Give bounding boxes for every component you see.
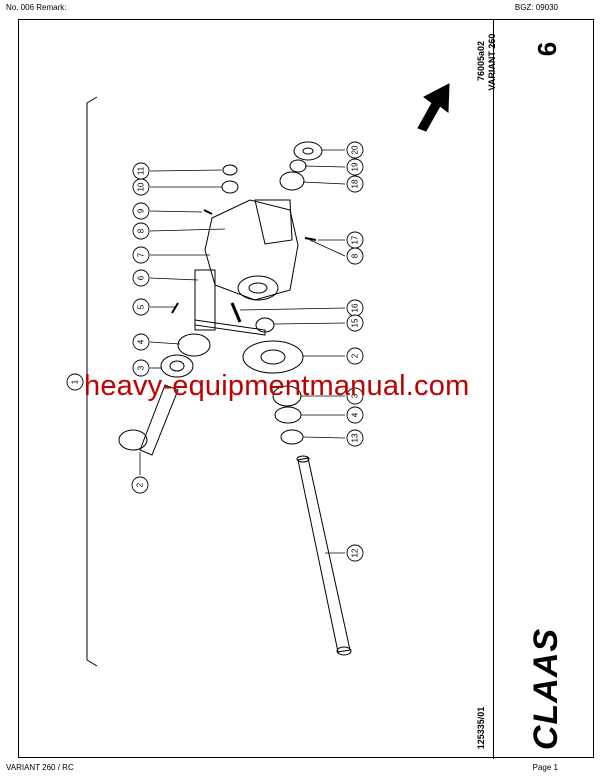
callout-right-18-circle xyxy=(346,175,364,193)
callout-right-2-circle xyxy=(346,347,364,365)
callouts-right: 20 19 18 17 8 16 15 2 3 4 13 12 xyxy=(346,141,364,562)
callout-right-20-label: 20 xyxy=(351,145,360,154)
callout-left-7-label: 7 xyxy=(137,252,146,257)
callout-left-8-label: 8 xyxy=(137,228,146,233)
leader-lines xyxy=(139,149,346,554)
callout-right-8-label: 8 xyxy=(351,253,360,258)
callout-right-19-circle xyxy=(346,158,364,176)
callout-left-10-label: 10 xyxy=(137,182,146,191)
callout-left-3-circle xyxy=(132,359,150,377)
callout-right-15-circle xyxy=(346,314,364,332)
callout-left-5-circle xyxy=(132,298,150,316)
callout-left-1-circle xyxy=(66,373,84,391)
pinion-gear xyxy=(118,429,148,451)
callout-right-16-label: 16 xyxy=(351,303,360,312)
callout-right-3-label: 3 xyxy=(351,393,360,398)
bolt-9 xyxy=(203,209,213,215)
callout-left-9-label: 9 xyxy=(137,208,146,213)
callout-right-4-circle xyxy=(346,406,364,424)
callout-left-3-label: 3 xyxy=(137,365,146,370)
part-11-shape xyxy=(222,164,238,176)
callout-right-8-circle xyxy=(346,247,364,265)
callouts-left: 11 10 9 8 7 6 5 4 3 1 2 xyxy=(66,162,150,494)
pinion-shaft xyxy=(139,384,179,456)
part-15-shape xyxy=(255,317,275,333)
callout-right-15-label: 15 xyxy=(351,318,360,327)
callout-left-1-label: 1 xyxy=(71,379,80,384)
callout-left-4-label: 4 xyxy=(137,339,146,344)
callout-left-4-circle xyxy=(132,333,150,351)
sidebar-tab xyxy=(493,20,593,759)
footer-right: Page 1 xyxy=(532,763,558,772)
output-shaft-12 xyxy=(297,457,351,653)
callout-left-10-circle xyxy=(132,178,150,196)
part-18-shape xyxy=(279,171,305,191)
part-3-shape xyxy=(160,354,194,378)
callout-right-19-label: 19 xyxy=(351,162,360,171)
callout-left-6-label: 6 xyxy=(137,275,146,280)
callout-right-20-circle xyxy=(346,141,364,159)
callout-right-13-label: 13 xyxy=(351,433,360,442)
callout-left-6-circle xyxy=(132,269,150,287)
callout-left-2-circle xyxy=(131,476,149,494)
part-20-shape xyxy=(293,141,323,161)
seal-13 xyxy=(280,429,304,445)
mounting-bracket xyxy=(194,269,216,331)
callout-right-2-label: 2 xyxy=(351,353,360,358)
bolt-17 xyxy=(304,237,317,241)
callout-right-12-label: 12 xyxy=(351,548,360,557)
drawing-frame xyxy=(18,19,594,759)
callout-left-9-circle xyxy=(132,202,150,220)
part-16-shape xyxy=(230,302,242,323)
bracket-line xyxy=(86,96,98,667)
footer-left: VARIANT 260 / RC xyxy=(6,763,74,772)
callout-left-11-label: 11 xyxy=(137,166,146,175)
gearbox-housing xyxy=(204,199,299,301)
part-10-shape xyxy=(221,180,239,194)
callout-left-8-circle xyxy=(132,222,150,240)
callout-right-12-circle xyxy=(346,544,364,562)
direction-arrow xyxy=(417,83,450,132)
callout-right-4-label: 4 xyxy=(351,412,360,417)
part-19-shape xyxy=(289,159,307,173)
callout-right-13-circle xyxy=(346,429,364,447)
callout-left-7-circle xyxy=(132,246,150,264)
callout-left-5-label: 5 xyxy=(137,304,146,309)
part-4-shape xyxy=(177,333,211,357)
header-right: BGZ: 09030 xyxy=(514,3,558,12)
bolt-5 xyxy=(171,302,179,314)
callout-right-17-label: 17 xyxy=(351,235,360,244)
header-left: No. 006 Remark: xyxy=(6,3,67,12)
callout-left-2-label: 2 xyxy=(136,482,145,487)
shim-4 xyxy=(274,406,302,424)
callout-right-18-label: 18 xyxy=(351,179,360,188)
callout-right-3-circle xyxy=(346,387,364,405)
watermark: heavy-equipmentmanual.com xyxy=(84,370,470,402)
crown-gear xyxy=(242,340,304,374)
housing-flange xyxy=(254,199,293,245)
